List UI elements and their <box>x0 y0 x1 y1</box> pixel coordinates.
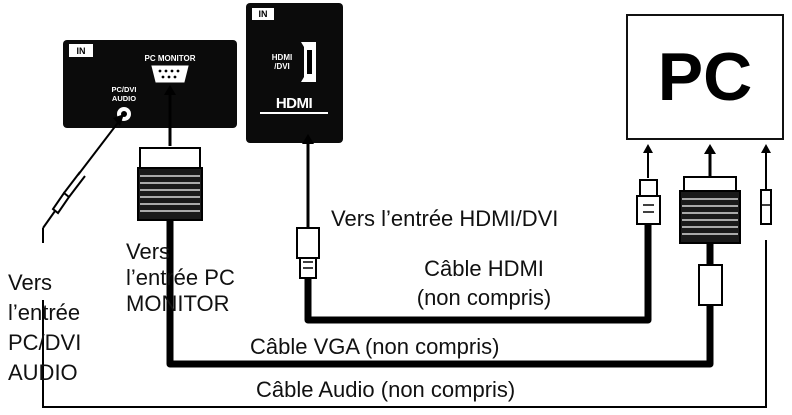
label-cable-vga: Câble VGA (non compris) <box>250 334 500 359</box>
pc-label: PC <box>658 39 752 115</box>
arrow-up-hdmi-icon <box>302 134 314 144</box>
input-panel-hdmi: IN HDMI /DVI HDMI <box>246 3 343 143</box>
label-cable-hdmi-line2: (non compris) <box>416 285 552 310</box>
panel-hdmi-badge-box <box>252 8 274 20</box>
panel-hdmi-badge: IN <box>259 9 268 19</box>
label-vers-audio: Vers l’entrée PC/DVI AUDIO <box>8 270 82 385</box>
audio-cable-left <box>42 114 124 243</box>
label-cable-hdmi: Câble HDMI (non compris) <box>394 256 574 311</box>
hdmi-cable <box>304 220 652 324</box>
label-vers-hdmi: Vers l’entrée HDMI/DVI <box>331 206 559 231</box>
panel-left-badge: IN <box>77 46 86 56</box>
label-cable-hdmi-line1: Câble HDMI <box>424 256 544 281</box>
arrow-up-pc-vga-icon <box>704 144 716 154</box>
input-panel-left: IN PC MONITOR PC/DVI AUDIO <box>63 40 237 128</box>
audio-plug-right <box>760 175 772 225</box>
audio-port-label-2: AUDIO <box>112 94 136 103</box>
vga-connector-left <box>137 147 203 221</box>
pc-monitor-port-label: PC MONITOR <box>145 54 196 63</box>
arrow-to-audio-jack-icon <box>113 114 124 126</box>
label-cable-audio: Câble Audio (non compris) <box>256 377 516 402</box>
panel-left-badge-box <box>69 44 93 57</box>
vga-connector-right <box>679 176 741 320</box>
audio-port-label-1: PC/DVI <box>111 85 136 94</box>
arrow-up-pc-audio-icon <box>761 144 771 153</box>
arrows-to-inputs <box>164 85 314 228</box>
hdmi-plug-left <box>296 227 320 279</box>
hdmi-plug-right <box>636 179 661 225</box>
audio-cable-bottom <box>42 240 767 408</box>
hdmi-logo: HDMI <box>276 95 313 112</box>
hdmi-port-label-1: HDMI <box>272 53 292 62</box>
arrow-up-pc-hdmi-icon <box>643 144 653 153</box>
hdmi-port-label-2: /DVI <box>274 62 290 71</box>
pc-box: PC <box>626 14 784 140</box>
arrows-to-pc <box>643 144 771 178</box>
label-vers-pc-monitor: Vers l’entrée PC MONITOR <box>126 239 235 316</box>
vga-port-icon <box>151 65 189 83</box>
